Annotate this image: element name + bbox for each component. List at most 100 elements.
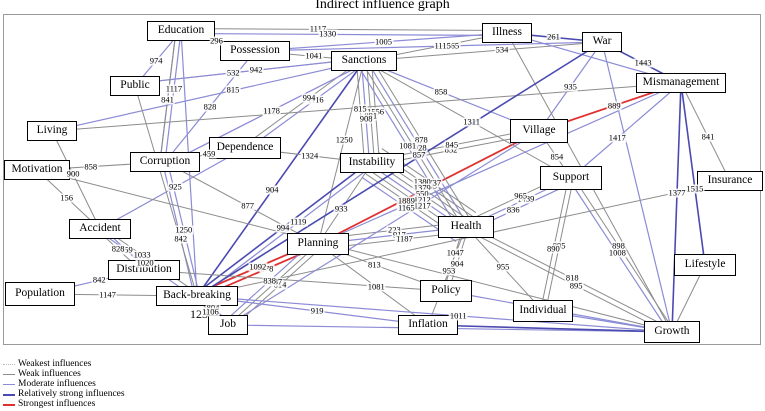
edge-health-inflation <box>427 226 467 326</box>
node-education[interactable]: Education <box>147 21 215 41</box>
legend-label: Moderate influences <box>18 379 96 389</box>
edge-weight-label: 261 <box>546 31 561 42</box>
edge-weight-label: 955 <box>495 261 511 272</box>
edge-weight-label: 935 <box>563 81 578 91</box>
edge-weight-label: 1165 <box>396 202 416 213</box>
edge-weight-label: 804 <box>205 303 221 312</box>
legend-item-strong: Relatively strong influences <box>3 389 203 399</box>
edge-weight-label: 1081 <box>398 140 418 151</box>
edge-weight-label: 1377 <box>667 187 687 198</box>
node-sanctions[interactable]: Sanctions <box>331 51 397 71</box>
legend-label: Weakest influences <box>18 359 92 369</box>
legend-swatch <box>3 384 15 385</box>
edge-weight-label: 904 <box>449 258 465 269</box>
edge-education-illness <box>181 28 508 32</box>
edge-weight-label: 1115 <box>433 40 452 51</box>
node-instability[interactable]: Instability <box>340 153 404 173</box>
edge-weight-label: 1117 <box>308 23 328 34</box>
node-motivation[interactable]: Motivation <box>4 160 70 180</box>
node-planning[interactable]: Planning <box>287 233 349 255</box>
edge-weight-label: 1417 <box>607 132 627 143</box>
edge-weight-label: 813 <box>366 259 382 270</box>
edge-support-mismanagement <box>570 82 682 179</box>
edge-weight-label: 1047 <box>445 247 465 258</box>
edge-weight-label: 842 <box>91 274 107 285</box>
node-corruption[interactable]: Corruption <box>130 152 200 172</box>
node-accident[interactable]: Accident <box>69 219 131 239</box>
node-war[interactable]: War <box>582 32 622 52</box>
edge-weight-label: 1147 <box>98 289 117 300</box>
edge-sanctions-planning <box>317 60 365 245</box>
edge-weight-label: 1250 <box>334 134 354 145</box>
edge-war-growth <box>601 41 673 333</box>
edge-public-backbreaking <box>134 85 198 297</box>
edge-weight-label: 1250 <box>174 224 194 235</box>
node-dependence[interactable]: Dependence <box>209 137 281 159</box>
legend-item-moderate: Moderate influences <box>3 379 203 389</box>
node-public[interactable]: Public <box>110 76 160 96</box>
edge-weight-label: 895 <box>568 280 584 291</box>
node-living[interactable]: Living <box>27 121 77 141</box>
edge-inflation-growth <box>427 324 673 333</box>
edge-weight-label: 1041 <box>304 50 324 61</box>
node-growth[interactable]: Growth <box>644 321 700 343</box>
edge-weight-label: 1008 <box>607 247 627 258</box>
node-policy[interactable]: Policy <box>420 280 472 302</box>
node-inflation[interactable]: Inflation <box>398 315 458 335</box>
edge-weight-label: 900 <box>65 168 81 179</box>
edge-weight-label: 841 <box>160 94 175 105</box>
node-backbreaking[interactable]: Back-breaking <box>156 286 238 306</box>
edge-weight-label: 852 <box>443 144 459 155</box>
edge-weight-label: 838 <box>262 275 278 286</box>
graph-title: Indirect influence graph <box>315 0 450 12</box>
node-health[interactable]: Health <box>438 216 494 238</box>
node-illness[interactable]: Illness <box>482 23 532 43</box>
edge-weight-label: 1117 <box>164 83 184 94</box>
node-distribution[interactable]: Distribution <box>108 260 180 280</box>
edge-weight-label: 904 <box>264 184 280 195</box>
edge-weight-label: 1311 <box>462 116 481 127</box>
edge-weight-label: 933 <box>333 203 349 214</box>
node-village[interactable]: Village <box>510 119 568 143</box>
node-support[interactable]: Support <box>540 166 602 190</box>
edge-weight-label: 1737 <box>423 177 443 188</box>
node-job[interactable]: Job <box>208 315 248 335</box>
edge-weight-label: 845 <box>444 139 460 150</box>
edge-weight-label: 296 <box>209 35 224 46</box>
edge-weight-label: 1187 <box>395 233 414 244</box>
edge-weight-label: 1119 <box>289 216 308 227</box>
edge-weight-label: 815 <box>225 84 241 95</box>
edge-weight-label: 865 <box>445 40 461 51</box>
edge-weight-label: 858 <box>83 161 99 172</box>
edge-weight-label: 836 <box>505 204 521 215</box>
edge-mismanagement-growth <box>671 82 682 333</box>
node-individual[interactable]: Individual <box>513 300 573 322</box>
edge-weight-label: 878 <box>414 134 429 145</box>
node-insurance[interactable]: Insurance <box>697 171 763 191</box>
edge-weight-label: 889 <box>606 100 622 111</box>
edge-weight-label: 1324 <box>300 150 320 161</box>
edge-weight-label: 815 <box>352 103 368 113</box>
edge-weight-label: 1330 <box>318 28 338 39</box>
edge-weight-label: 156 <box>59 192 74 203</box>
edge-village-job <box>227 130 540 326</box>
edge-weight-label: 965 <box>513 190 528 201</box>
legend-item-weakest: Weakest influences <box>3 359 203 369</box>
legend-label: Relatively strong influences <box>18 389 125 399</box>
edge-weight-label: 828 <box>110 243 126 254</box>
edge-weight-label: 974 <box>148 55 164 66</box>
edge-weight-label: 828 <box>202 101 218 111</box>
node-possession[interactable]: Possession <box>220 41 290 61</box>
node-population[interactable]: Population <box>5 282 75 306</box>
edge-weight-label: 1515 <box>685 183 705 194</box>
edge-sanctions-dependence <box>246 62 366 151</box>
legend-swatch <box>3 374 15 375</box>
legend-swatch <box>3 364 15 365</box>
edge-weight-label: 908 <box>358 113 374 124</box>
node-lifestyle[interactable]: Lifestyle <box>674 254 736 276</box>
edge-weight-label: 1092 <box>248 261 268 272</box>
edge-weight-label: 854 <box>549 151 565 162</box>
edge-weight-label: 1217 <box>412 200 432 211</box>
node-mismanagement[interactable]: Mismanagement <box>636 73 726 93</box>
